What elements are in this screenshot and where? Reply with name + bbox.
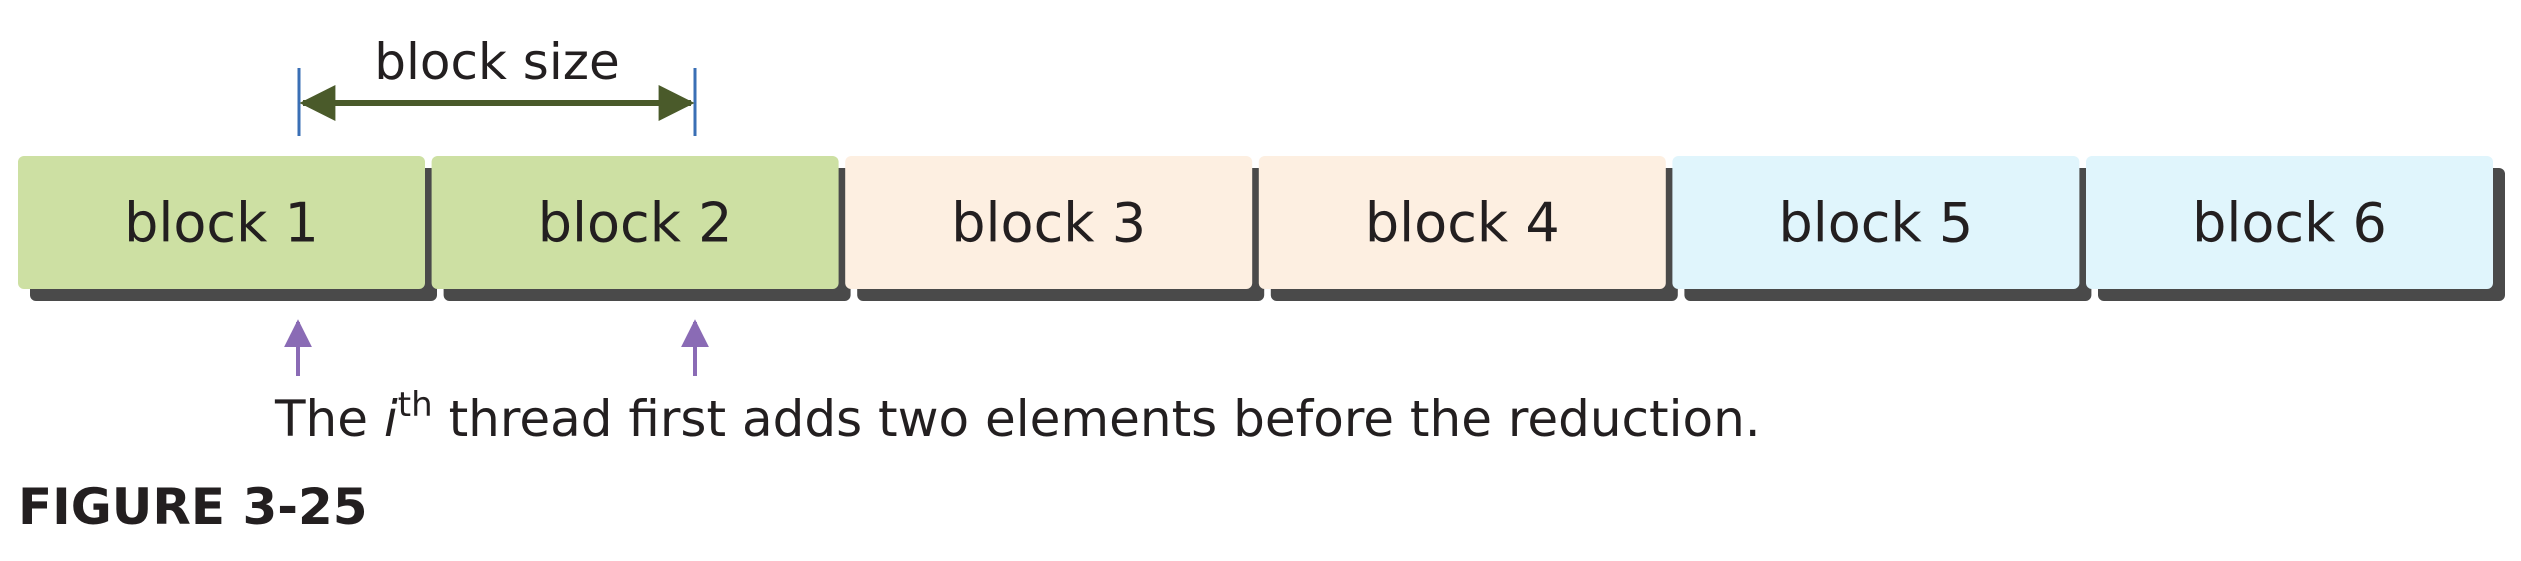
block-body — [2086, 156, 2493, 289]
thread-arrows — [284, 319, 709, 376]
block-label: block 5 — [1778, 192, 1973, 255]
block-4: block 4 — [1258, 156, 1678, 301]
block-body — [1258, 156, 1666, 289]
block-label: block 2 — [538, 192, 733, 255]
block-2: block 2 — [431, 156, 851, 301]
caption-sup: th — [398, 385, 433, 425]
caption-after: thread first adds two elements before th… — [433, 390, 1761, 448]
block-body — [431, 156, 839, 289]
caption-before: The — [274, 390, 384, 448]
figure-label: FIGURE 3-25 — [18, 478, 368, 536]
block-5: block 5 — [1672, 156, 2092, 301]
block-body — [845, 156, 1253, 289]
block-label: block 4 — [1365, 192, 1560, 255]
caption: The ith thread first adds two elements b… — [274, 385, 1761, 448]
block-1: block 1 — [18, 156, 437, 301]
block-label: block 6 — [2192, 192, 2387, 255]
block-body — [18, 156, 425, 289]
block-size-label: block size — [374, 33, 620, 91]
caption-italic: i — [384, 390, 398, 448]
block-row: block 1 block 2 block 3 block 4 block 5 block… — [18, 156, 2505, 301]
block-size-dimension: block size — [297, 33, 697, 136]
block-3: block 3 — [845, 156, 1265, 301]
block-6: block 6 — [2086, 156, 2505, 301]
block-label: block 1 — [124, 192, 319, 255]
block-label: block 3 — [951, 192, 1146, 255]
block-body — [1672, 156, 2080, 289]
